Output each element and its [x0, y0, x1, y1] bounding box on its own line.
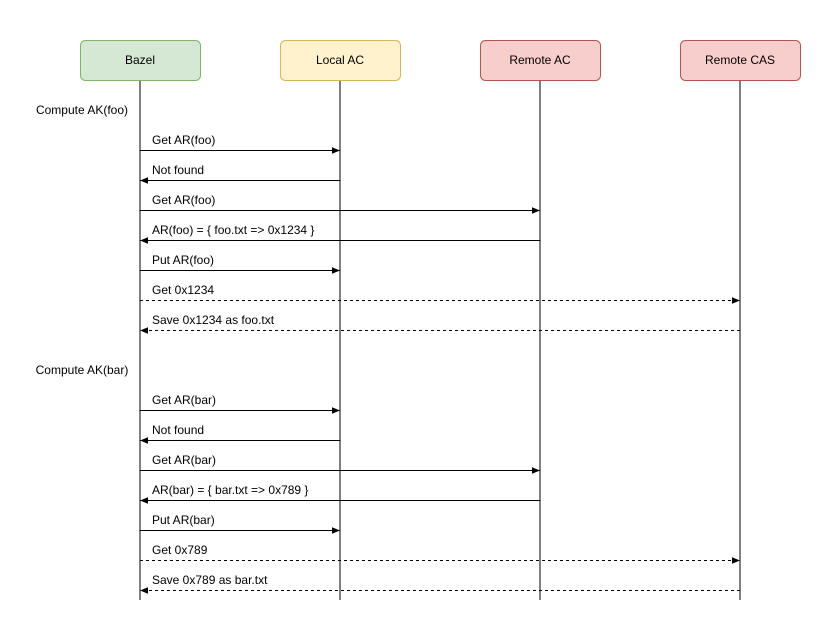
- message-label: Get AR(bar): [152, 453, 216, 467]
- message-put-ar-bar: Put AR(bar): [140, 513, 340, 534]
- message-label: AR(foo) = { foo.txt => 0x1234 }: [152, 223, 314, 237]
- participant-label: Remote AC: [509, 53, 571, 67]
- message-get-ar-bar-local: Get AR(bar): [140, 393, 340, 414]
- message-label: Put AR(foo): [152, 253, 214, 267]
- message-ar-foo-result: AR(foo) = { foo.txt => 0x1234 }: [140, 223, 540, 244]
- message-ar-bar-result: AR(bar) = { bar.txt => 0x789 }: [140, 483, 540, 504]
- section-label-compute-foo: Compute AK(foo): [36, 103, 128, 117]
- participant-local-ac[interactable]: Local AC: [280, 40, 401, 81]
- message-label: Get AR(foo): [152, 193, 215, 207]
- message-label: Get 0x1234: [152, 283, 214, 297]
- participant-box: [680, 40, 801, 81]
- message-get-cas-foo: Get 0x1234: [140, 283, 740, 304]
- message-get-cas-bar: Get 0x789: [140, 543, 740, 564]
- participant-label: Bazel: [125, 53, 155, 67]
- participant-remote-ac[interactable]: Remote AC: [480, 40, 601, 81]
- message-label: Get AR(bar): [152, 393, 216, 407]
- message-get-ar-bar-remote: Get AR(bar): [140, 453, 540, 474]
- participant-box: [280, 40, 401, 81]
- message-label: Not found: [152, 163, 204, 177]
- participant-label: Local AC: [316, 53, 364, 67]
- message-label: Get 0x789: [152, 543, 208, 557]
- message-label: Save 0x789 as bar.txt: [152, 573, 268, 587]
- message-get-ar-foo-remote: Get AR(foo): [140, 193, 540, 214]
- message-save-foo: Save 0x1234 as foo.txt: [140, 313, 740, 334]
- message-label: Get AR(foo): [152, 133, 215, 147]
- message-not-found-foo: Not found: [140, 163, 340, 184]
- participant-label: Remote CAS: [705, 53, 775, 67]
- participant-remote-cas[interactable]: Remote CAS: [680, 40, 801, 81]
- participant-bazel[interactable]: Bazel: [80, 40, 201, 81]
- message-put-ar-foo: Put AR(foo): [140, 253, 340, 274]
- message-label: Put AR(bar): [152, 513, 215, 527]
- message-not-found-bar: Not found: [140, 423, 340, 444]
- message-label: Save 0x1234 as foo.txt: [152, 313, 275, 327]
- section-label-compute-bar: Compute AK(bar): [36, 363, 129, 377]
- message-get-ar-foo-local: Get AR(foo): [140, 133, 340, 154]
- participant-box: [480, 40, 601, 81]
- participant-box: [80, 40, 201, 81]
- lifelines: [139, 80, 741, 600]
- message-label: AR(bar) = { bar.txt => 0x789 }: [152, 483, 308, 497]
- message-label: Not found: [152, 423, 204, 437]
- message-save-bar: Save 0x789 as bar.txt: [140, 573, 740, 594]
